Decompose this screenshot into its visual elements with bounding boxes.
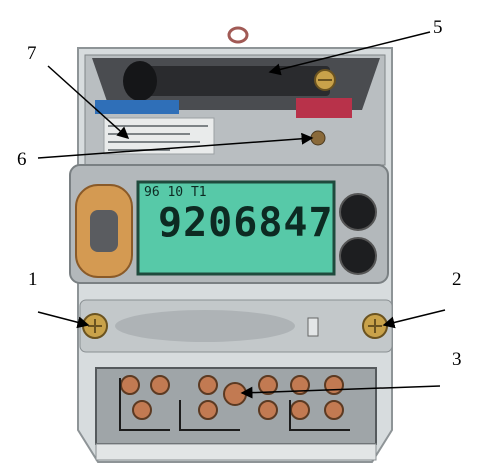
arrow-2: [382, 309, 446, 329]
callout-2: 2: [452, 269, 462, 290]
arrow-1: [37, 311, 90, 329]
seal-block: [296, 98, 352, 118]
hanging-loop: [227, 26, 249, 44]
arrow-5: [268, 31, 431, 76]
seal-screw-small: [310, 130, 326, 146]
arrow-6: [37, 132, 314, 159]
meter-button-top: [339, 193, 377, 231]
terminal-label-strip: [95, 443, 377, 461]
battery-cap: [123, 61, 157, 101]
lcd-reading: 9206847: [158, 200, 334, 246]
arrow-3: [240, 385, 441, 399]
callout-5: 5: [433, 17, 443, 38]
optical-port-window: [90, 210, 118, 252]
lcd-status-line: 96 10 T1: [144, 185, 207, 200]
callout-6: 6: [17, 149, 27, 170]
callout-7: 7: [27, 43, 37, 64]
terminals: [120, 375, 344, 420]
blue-label: [95, 100, 179, 114]
meter-button-bottom: [339, 237, 377, 275]
led-indicator: [307, 317, 319, 337]
middle-recess: [115, 310, 295, 342]
lcd-screen: [136, 180, 336, 276]
arrow-7: [47, 65, 130, 140]
callout-1: 1: [28, 269, 38, 290]
nameplate: [103, 117, 215, 155]
battery-compartment: [130, 66, 330, 96]
terminal-wiring: [119, 378, 350, 431]
callout-3: 3: [452, 349, 462, 370]
